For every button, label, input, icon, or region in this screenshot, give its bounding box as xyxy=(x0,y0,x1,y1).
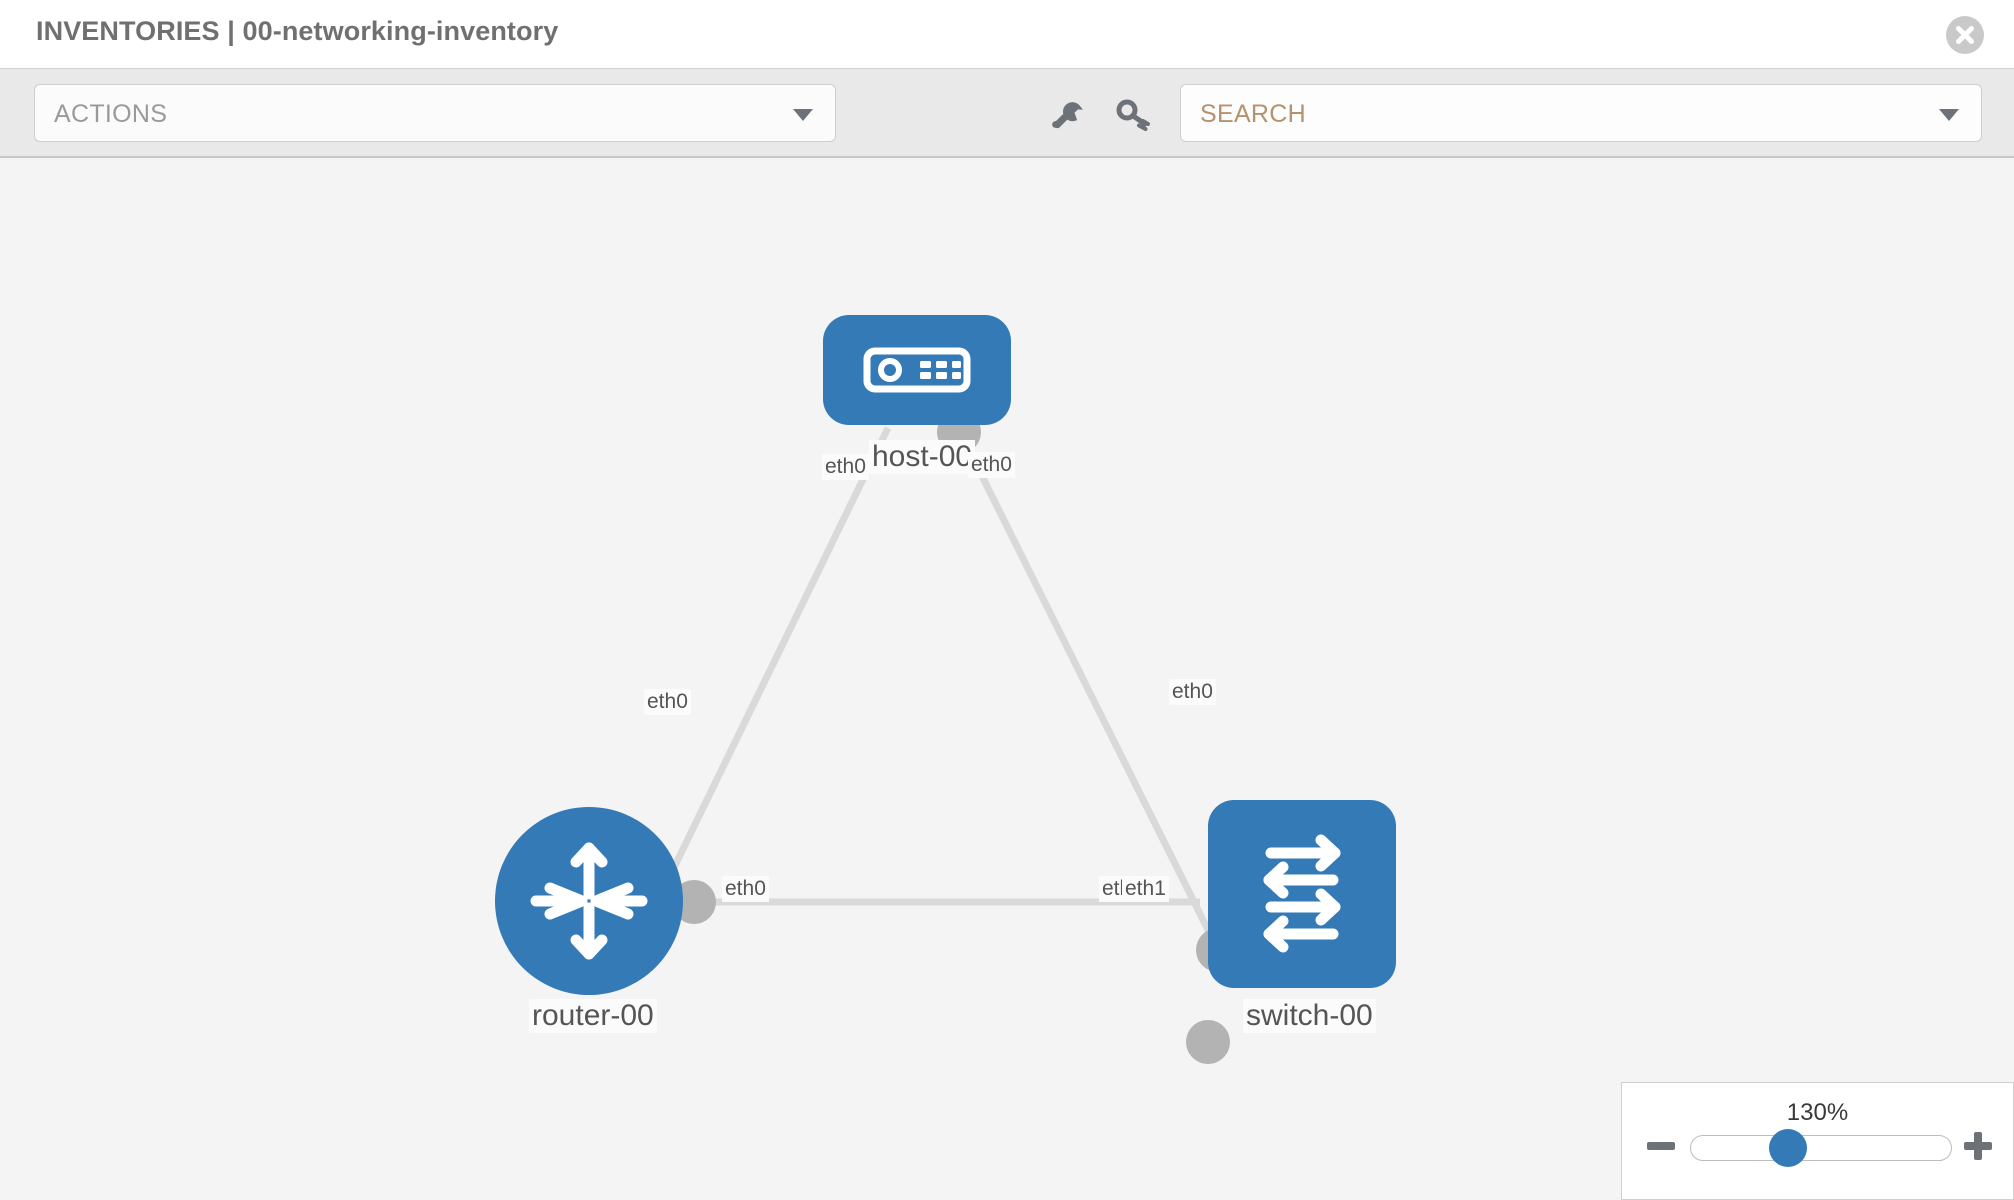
switch-arrows-icon xyxy=(1263,834,1341,953)
node-label-switch-00: switch-00 xyxy=(1243,999,1376,1033)
iface-label-switch-left-over: eth1 xyxy=(1122,876,1169,903)
chevron-down-icon xyxy=(1939,109,1959,121)
zoom-out-button[interactable] xyxy=(1644,1129,1678,1163)
iface-label-switch-uplink: eth0 xyxy=(1169,679,1216,706)
zoom-slider[interactable] xyxy=(1690,1135,1952,1161)
topology-canvas[interactable]: eth0 host-00 eth0 eth0 eth0 eth0 eth0 et… xyxy=(0,160,2014,1200)
zoom-level-label: 130% xyxy=(1786,1099,1849,1126)
node-label-router-00: router-00 xyxy=(529,999,657,1033)
zoom-control-panel: 130% xyxy=(1621,1082,2014,1200)
node-host-00[interactable] xyxy=(823,315,1011,425)
router-arrows-icon xyxy=(530,842,648,960)
node-router-00[interactable] xyxy=(495,807,683,995)
zoom-in-button[interactable] xyxy=(1961,1129,1995,1163)
actions-dropdown[interactable]: ACTIONS xyxy=(34,84,836,142)
node-label-host-00: host-00 xyxy=(869,440,976,474)
key-icon[interactable] xyxy=(1112,93,1154,135)
topology-links xyxy=(661,426,1222,952)
search-placeholder: SEARCH xyxy=(1200,100,1306,128)
search-input[interactable]: SEARCH xyxy=(1180,84,1982,142)
iface-label-host-left: eth0 xyxy=(822,454,869,481)
toolbar: ACTIONS SEARCH xyxy=(0,68,2014,158)
chevron-down-icon xyxy=(793,109,813,121)
page-title: INVENTORIES | 00-networking-inventory xyxy=(36,16,559,46)
iface-label-router-right: eth0 xyxy=(722,876,769,903)
wrench-icon[interactable] xyxy=(1044,93,1086,135)
iface-label-router-uplink: eth0 xyxy=(644,689,691,716)
iface-label-host-right: eth0 xyxy=(968,452,1015,479)
zoom-slider-thumb[interactable] xyxy=(1769,1129,1807,1167)
close-icon[interactable] xyxy=(1944,14,1986,56)
port-switch-eth1[interactable] xyxy=(1186,1020,1230,1064)
page-header: INVENTORIES | 00-networking-inventory xyxy=(0,0,2014,68)
node-switch-00[interactable] xyxy=(1208,800,1396,988)
server-icon xyxy=(863,347,971,393)
actions-dropdown-label: ACTIONS xyxy=(54,100,168,128)
